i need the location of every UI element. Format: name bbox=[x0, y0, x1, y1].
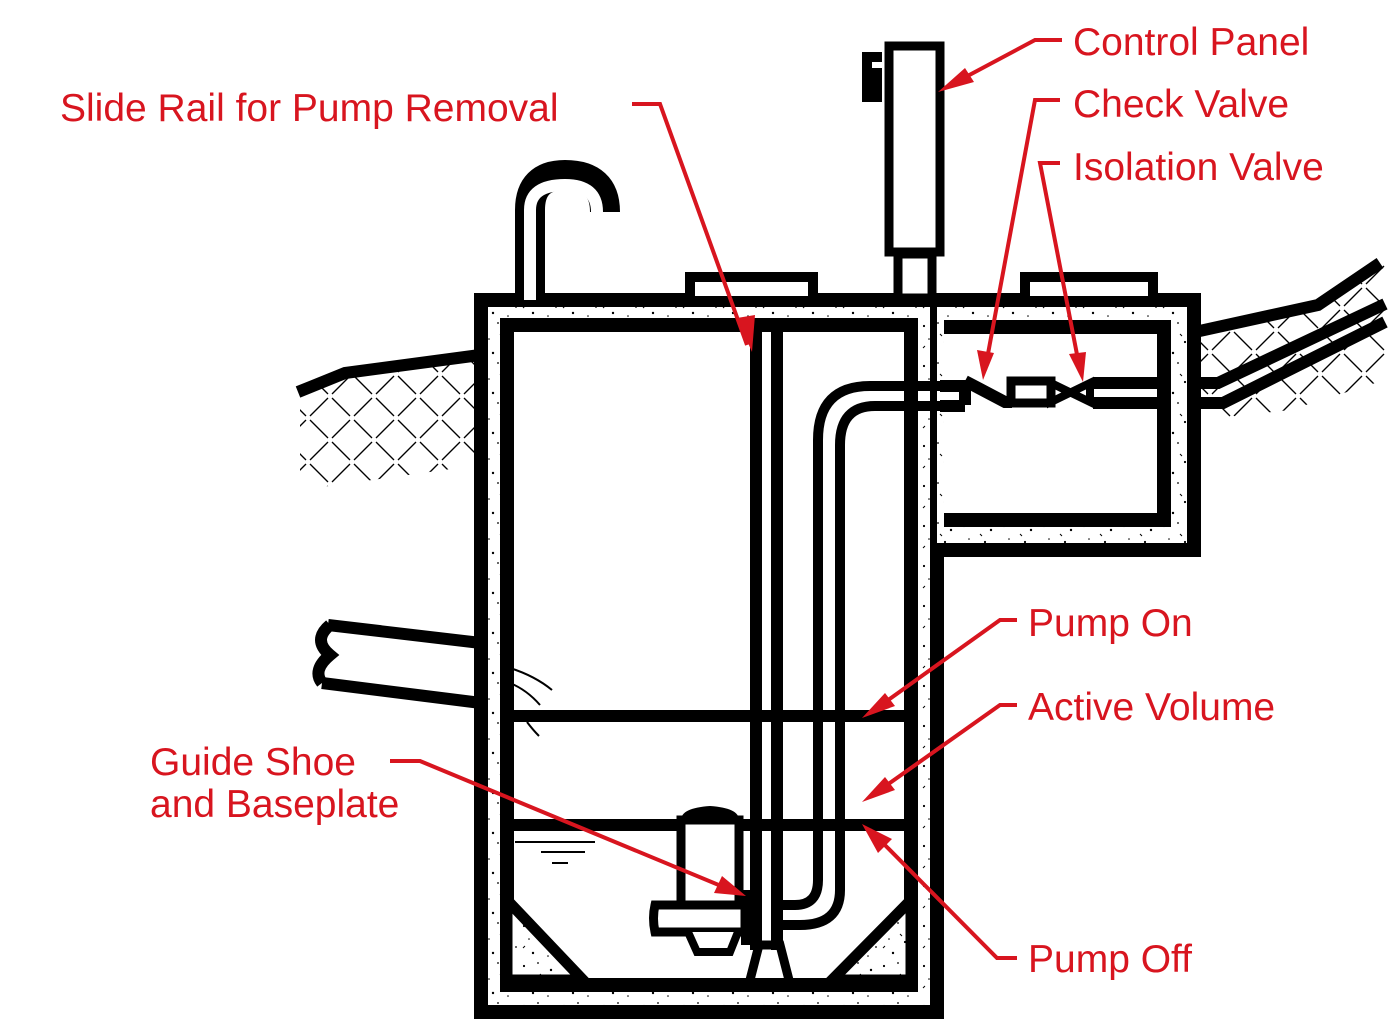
leader-slide-rail bbox=[632, 102, 755, 352]
soil-right bbox=[1193, 258, 1385, 420]
submersible-pump bbox=[649, 806, 794, 982]
influent-pipe bbox=[312, 619, 553, 737]
label-isolation-valve: Isolation Valve bbox=[1073, 146, 1324, 189]
leader-check-valve bbox=[977, 98, 1060, 380]
leader-guide-shoe bbox=[390, 759, 746, 896]
valve-piping bbox=[940, 298, 1388, 412]
control-panel bbox=[862, 41, 945, 303]
wet-well-hatch bbox=[685, 272, 818, 306]
leader-isolation-valve bbox=[1037, 161, 1086, 382]
leader-control-panel bbox=[938, 38, 1062, 92]
leader-pump-on bbox=[862, 618, 1017, 718]
water-surface-symbol bbox=[515, 841, 595, 864]
soil-left bbox=[295, 349, 481, 490]
label-guide-shoe-line1: Guide Shoe bbox=[150, 741, 356, 784]
discharge-pipe bbox=[780, 381, 940, 930]
label-guide-shoe-line2: and Baseplate bbox=[150, 783, 399, 826]
bottom-fillet-right bbox=[818, 886, 917, 986]
slide-rail bbox=[750, 330, 783, 950]
bottom-fillet-left bbox=[501, 886, 596, 986]
label-control-panel: Control Panel bbox=[1073, 21, 1309, 64]
leader-active-volume bbox=[862, 703, 1017, 802]
label-check-valve: Check Valve bbox=[1073, 83, 1289, 126]
isolation-valve-symbol bbox=[1047, 376, 1094, 409]
label-pump-off: Pump Off bbox=[1028, 938, 1192, 981]
label-slide-rail: Slide Rail for Pump Removal bbox=[60, 87, 559, 130]
valve-box-hatch bbox=[1020, 272, 1158, 306]
valve-box bbox=[937, 293, 1201, 557]
leader-pump-off bbox=[862, 824, 1017, 960]
label-pump-on: Pump On bbox=[1028, 602, 1193, 645]
label-active-volume: Active Volume bbox=[1028, 686, 1275, 729]
